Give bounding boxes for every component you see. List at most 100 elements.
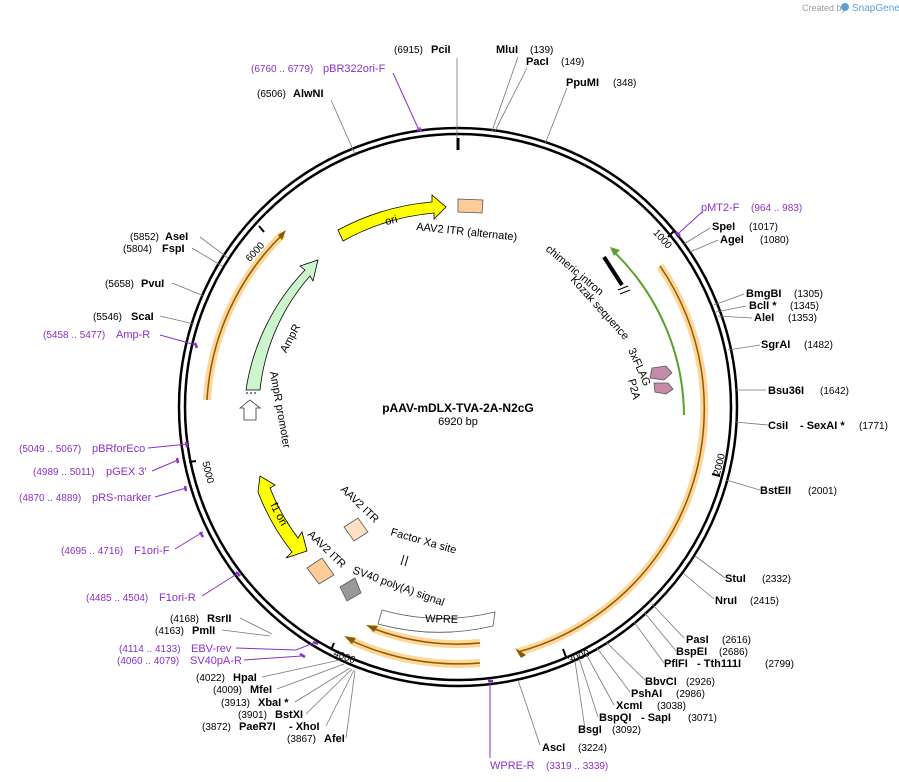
f1orif-pos: (4695 .. 4716) bbox=[61, 546, 123, 557]
wprer-pos: (3319 .. 3339) bbox=[546, 761, 608, 772]
bspei-pos: (2686) bbox=[719, 647, 748, 658]
itr-alternate-box bbox=[457, 198, 484, 214]
ampr-primer-pos: (5458 .. 5477) bbox=[43, 330, 105, 341]
ampr-promoter-arrow bbox=[238, 399, 262, 421]
leader-bsgi bbox=[574, 660, 586, 730]
bsteii-name: BstEII bbox=[760, 485, 791, 497]
pmt2-pos: (964 .. 983) bbox=[751, 203, 802, 214]
pasi-pos: (2616) bbox=[722, 635, 751, 646]
f1orir-name: F1ori-R bbox=[159, 592, 196, 604]
credit-brand: SnapGene bbox=[852, 3, 899, 14]
ampr-arrow bbox=[245, 259, 319, 391]
paci-pos: (149) bbox=[561, 57, 584, 68]
bsu36i-name: Bsu36I bbox=[768, 385, 804, 397]
pshai-name: PshAI bbox=[631, 688, 662, 700]
bsgi-name: BsgI bbox=[578, 724, 602, 736]
rsrii-pos: (4168) bbox=[170, 614, 199, 625]
upper-left-line bbox=[206, 233, 284, 401]
f1orif-name: F1ori-F bbox=[134, 545, 170, 557]
ori-label: ori bbox=[384, 213, 399, 228]
bspqi-name: BspQI bbox=[599, 712, 631, 724]
bcli-pos: (1345) bbox=[790, 301, 819, 312]
ppumi-pos: (348) bbox=[613, 78, 636, 89]
leader-mfei bbox=[276, 663, 345, 690]
leader-pbr322ori bbox=[392, 72, 421, 129]
wprer-name: WPRE-R bbox=[490, 760, 535, 772]
ampr-label: AmpR bbox=[278, 322, 303, 355]
ppumi-name: PpuMI bbox=[566, 77, 599, 89]
leader-ppumi bbox=[544, 87, 568, 145]
tick-6000-mark bbox=[258, 225, 265, 233]
afei-pos: (3867) bbox=[287, 734, 316, 745]
paer7i-name: PaeR7I bbox=[239, 721, 276, 733]
hpai-pos: (4022) bbox=[196, 673, 225, 684]
pflfi-pos: (2799) bbox=[765, 659, 794, 670]
center-title: pAAV-mDLX-TVA-2A-N2cG 6920 bp bbox=[382, 401, 534, 428]
hpai-name: HpaI bbox=[233, 672, 257, 684]
bsteii-pos: (2001) bbox=[808, 486, 837, 497]
main-cds-line bbox=[517, 265, 706, 653]
primer-marks bbox=[175, 128, 681, 683]
leader-paer7i bbox=[325, 669, 355, 727]
tick-5000: 5000 bbox=[199, 460, 215, 485]
leader-lines bbox=[159, 56, 769, 746]
pflfi-name: PflFI bbox=[664, 658, 688, 670]
tick-2000: 2000 bbox=[712, 452, 728, 477]
leader-pgex3 bbox=[151, 459, 179, 472]
sv40pa-name: SV40pA-R bbox=[190, 655, 242, 667]
drui-name: NruI bbox=[715, 595, 737, 607]
backbone bbox=[177, 126, 739, 688]
pbr322ori-pos: (6760 .. 6779) bbox=[251, 64, 313, 75]
sgrai-pos: (1482) bbox=[804, 340, 833, 351]
pshai-pos: (2986) bbox=[676, 689, 705, 700]
ampr-primer-name: Amp-R bbox=[116, 329, 150, 341]
asci-pos: (3224) bbox=[578, 743, 607, 754]
snapgene-logo-icon bbox=[841, 3, 849, 11]
p2a-label: P2A bbox=[625, 378, 642, 402]
plasmid-name: pAAV-mDLX-TVA-2A-N2cG bbox=[382, 401, 534, 415]
bbvci-name: BbvCI bbox=[645, 676, 677, 688]
ebvrev-pos: (4114 .. 4133) bbox=[119, 644, 181, 655]
leader-paci bbox=[494, 67, 528, 132]
main-cds-arrowhead bbox=[515, 648, 526, 658]
paer7i-pos: (3872) bbox=[202, 722, 231, 733]
leader-sv40pa bbox=[243, 655, 303, 661]
leader-xcmi bbox=[585, 653, 615, 706]
alei-pos: (1353) bbox=[788, 313, 817, 324]
asci-name: AscI bbox=[542, 742, 565, 754]
mlui-pos: (139) bbox=[530, 45, 553, 56]
enzyme-labels: (6915) PciI MluI (139) PacI (149) PpuMI … bbox=[93, 44, 888, 754]
bspqi-pos: (3071) bbox=[688, 713, 717, 724]
xcmi-name: XcmI bbox=[616, 700, 642, 712]
tick-1000: 1000 bbox=[650, 228, 673, 252]
leader-fspi bbox=[191, 247, 223, 267]
wpre-box bbox=[377, 609, 496, 633]
prsmarker-name: pRS-marker bbox=[92, 492, 152, 504]
fspi-pos: (5804) bbox=[123, 244, 152, 255]
plasmid-size: 6920 bp bbox=[438, 416, 478, 428]
pbr322ori-name: pBR322ori-F bbox=[323, 63, 386, 75]
pvui-pos: (5658) bbox=[105, 279, 134, 290]
ebvrev-name: EBV-rev bbox=[191, 643, 232, 655]
bstxi-name: BstXI bbox=[275, 709, 303, 721]
leader-spei bbox=[683, 227, 711, 245]
bmgbi-pos: (1305) bbox=[794, 289, 823, 300]
leader-pshai bbox=[596, 647, 631, 693]
afei-name: AfeI bbox=[324, 733, 345, 745]
leader-asci bbox=[517, 679, 541, 746]
csii-name: CsiI bbox=[768, 420, 788, 432]
sv40-cds-line bbox=[371, 627, 481, 645]
leader-rsrii bbox=[239, 617, 273, 635]
backbone-outer bbox=[177, 126, 739, 688]
rsrii-name: RsrII bbox=[207, 613, 231, 625]
xcmi-pos: (3038) bbox=[657, 701, 686, 712]
kozak-tick-1 bbox=[617, 285, 629, 291]
factor-xa-tick-2 bbox=[404, 555, 409, 567]
mark-pgex3 bbox=[175, 457, 180, 464]
mark-ampr bbox=[193, 342, 199, 349]
leader-bmgbi bbox=[713, 293, 745, 306]
wpre-label: WPRE bbox=[425, 613, 458, 626]
tick-4000-mark bbox=[330, 642, 335, 651]
sgrai-name: SgrAI bbox=[761, 339, 790, 351]
kozak-tick-2 bbox=[619, 289, 631, 295]
